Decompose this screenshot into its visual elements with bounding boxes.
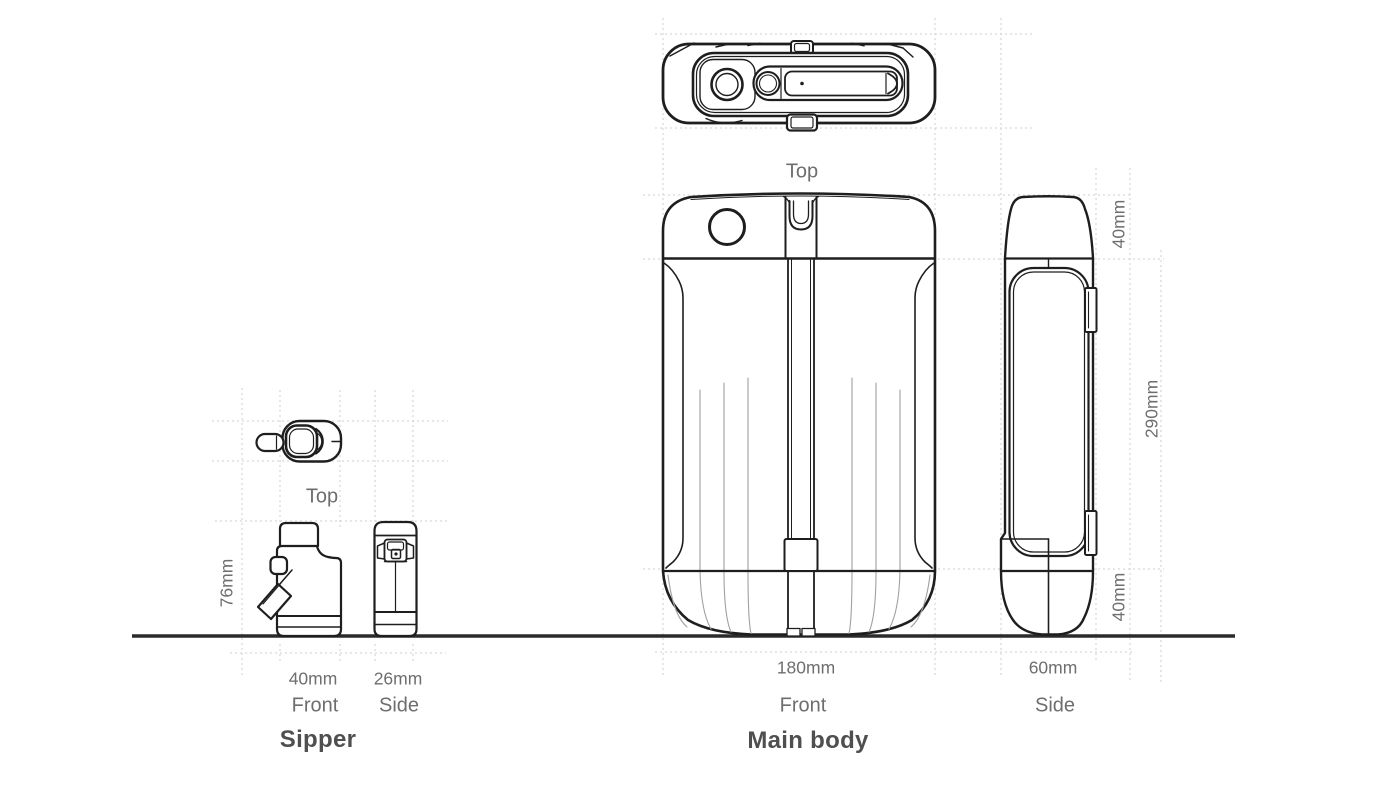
sipper-top-view-label: Top	[305, 485, 339, 508]
main-body-top-view-drawing	[661, 40, 937, 132]
main-body-top-view-label: Top	[785, 160, 819, 183]
main-body-side-width-dimension: 60mm	[1028, 657, 1078, 678]
main-body-front-view-label: Front	[779, 694, 827, 717]
main-body-side-view-drawing	[999, 195, 1098, 636]
main-body-top-section-dimension: 40mm	[1108, 199, 1129, 249]
sipper-side-view-drawing	[373, 520, 418, 638]
sipper-side-width-dimension: 26mm	[373, 668, 423, 689]
sipper-top-view-drawing	[255, 419, 343, 463]
sipper-front-width-dimension: 40mm	[288, 668, 338, 689]
sipper-front-view-label: Front	[291, 694, 339, 717]
sipper-side-view-label: Side	[378, 694, 420, 717]
main-body-front-view-drawing	[661, 192, 937, 637]
main-body-side-view-label: Side	[1034, 694, 1076, 717]
main-body-bottom-section-dimension: 40mm	[1108, 572, 1129, 622]
sipper-height-dimension: 76mm	[216, 558, 237, 608]
sipper-title: Sipper	[279, 726, 357, 753]
sipper-front-view-drawing	[256, 521, 343, 638]
main-body-title: Main body	[747, 727, 869, 754]
main-body-middle-section-dimension: 290mm	[1141, 379, 1162, 439]
main-body-front-width-dimension: 180mm	[776, 657, 836, 678]
